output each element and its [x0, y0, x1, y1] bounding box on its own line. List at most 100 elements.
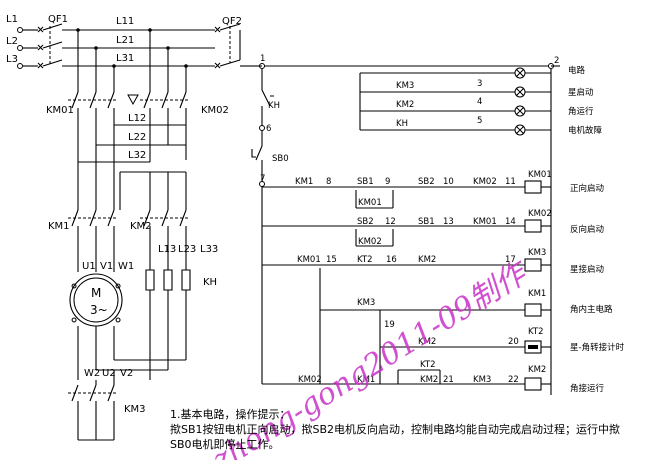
label-l22: L22	[128, 132, 146, 143]
label-kt2-no: KT2	[420, 360, 436, 370]
label-km2-main: KM2	[130, 221, 152, 232]
operation-note: 1.基本电路，操作提示： 揿SB1按钮电机正向启动，揿SB2电机反向启动，控制电…	[170, 407, 640, 452]
label-w2: W2	[84, 368, 100, 379]
lamp-label-delta: 角运行	[568, 106, 594, 117]
label-node-15: 15	[326, 255, 337, 265]
label-km01-interlock: KM01	[473, 217, 497, 227]
terminal-l3	[17, 63, 23, 69]
label-qf1: QF1	[48, 14, 68, 25]
label-node-12: 12	[385, 217, 396, 227]
control-circuit: 1 2 KM3 KM2 KH 3 4 5 电路 星启动 角运行 电机故障	[251, 54, 625, 395]
label-node-17: 17	[505, 255, 516, 265]
label-node-5: 5	[477, 116, 482, 126]
motor-icon	[69, 273, 123, 327]
coil-desc-km1: 角内主电路	[570, 304, 613, 315]
label-u1: U1	[82, 261, 96, 272]
label-l12: L12	[128, 113, 146, 124]
label-l23: L23	[178, 244, 196, 255]
label-node-22: 22	[508, 375, 519, 385]
label-node-3: 3	[477, 79, 482, 89]
label-km3-lamp: KM3	[396, 81, 414, 91]
label-node-6: 6	[266, 124, 271, 134]
note-title: 1.基本电路，操作提示：	[170, 408, 291, 421]
label-km3-main: KM3	[124, 404, 146, 415]
label-sb0: SB0	[272, 154, 289, 164]
label-node-10: 10	[443, 177, 454, 187]
label-node-4: 4	[477, 97, 482, 107]
label-km02-delta: KM02	[298, 375, 322, 385]
label-w1: W1	[118, 261, 134, 272]
label-km02-hold: KM02	[358, 237, 382, 247]
label-km2-star: KM2	[418, 255, 436, 265]
terminal-l1	[17, 27, 23, 33]
label-l31: L31	[116, 53, 134, 64]
label-qf2: QF2	[222, 16, 242, 27]
label-km02-interlock: KM02	[473, 177, 497, 187]
label-km1-delta: KM1	[357, 375, 375, 385]
label-km01-main: KM01	[46, 105, 74, 116]
coil-label-km1: KM1	[528, 289, 546, 299]
label-km02-main: KM02	[201, 105, 229, 116]
label-l13: L13	[158, 244, 176, 255]
coil-label-km01: KM01	[528, 170, 552, 180]
label-kt2-nc: KT2	[357, 255, 373, 265]
coil-km01	[524, 180, 542, 194]
coil-km2	[524, 377, 542, 391]
label-km2-hold: KM2	[420, 375, 438, 385]
label-sb2-nc: SB2	[418, 177, 435, 187]
coil-km1	[524, 303, 542, 317]
label-kh-lamp: KH	[396, 119, 408, 129]
coil-desc-km3: 星接启动	[570, 264, 605, 275]
label-km2-lamp: KM2	[396, 100, 414, 110]
coil-label-km02: KM02	[528, 209, 552, 219]
coil-desc-km02: 反向启动	[570, 224, 605, 235]
lamp-label-star: 星启动	[568, 87, 594, 98]
note-body: 揿SB1按钮电机正向启动，揿SB2电机反向启动，控制电路均能自动完成启动过程；运…	[170, 423, 621, 451]
label-node-20: 20	[508, 337, 519, 347]
label-kh-ctrl: KH	[268, 101, 280, 111]
label-node-9: 9	[385, 177, 390, 187]
label-node-11: 11	[505, 177, 516, 187]
coil-km3	[524, 258, 542, 272]
label-sb2: SB2	[357, 217, 374, 227]
label-kh-main: KH	[203, 277, 217, 288]
label-node-19: 19	[384, 320, 395, 330]
power-circuit: L1 L2 L3 QF1 L11 L21 L31 QF2	[6, 14, 255, 441]
coil-label-km2: KM2	[528, 365, 546, 375]
coil-km02	[524, 219, 542, 233]
label-node-14: 14	[505, 217, 516, 227]
label-l3: L3	[6, 54, 18, 65]
motor-phase: 3~	[90, 303, 108, 317]
label-v2: V2	[120, 368, 133, 379]
terminal-l2	[17, 45, 23, 51]
label-km3-delta: KM3	[473, 375, 491, 385]
label-l33: L33	[200, 244, 218, 255]
label-node-13: 13	[443, 217, 454, 227]
coil-desc-km2: 角接运行	[570, 383, 605, 394]
label-u2: U2	[102, 368, 116, 379]
label-l21: L21	[116, 35, 134, 46]
coil-label-km3: KM3	[528, 248, 546, 258]
node-6	[259, 125, 265, 131]
label-node-16: 16	[386, 255, 397, 265]
coil-desc-km01: 正向启动	[570, 183, 605, 194]
label-node-1: 1	[260, 54, 265, 64]
coil-label-kt2: KT2	[528, 327, 544, 337]
label-l1: L1	[6, 14, 18, 25]
label-sb1: SB1	[357, 177, 374, 187]
label-node-2: 2	[554, 56, 559, 66]
label-node-21: 21	[443, 375, 454, 385]
label-v1: V1	[100, 261, 113, 272]
label-l11: L11	[116, 16, 134, 27]
lamp-label-fault: 电机故障	[568, 125, 603, 136]
label-km3-ctrl: KM3	[357, 298, 375, 308]
coil-desc-kt2: 星-角转接计时	[570, 342, 625, 353]
label-km01-hold: KM01	[358, 198, 382, 208]
label-km2-kt: KM2	[418, 337, 436, 347]
label-sb1-nc: SB1	[418, 217, 435, 227]
motor-label: M	[91, 286, 101, 300]
label-km01-star: KM01	[297, 255, 321, 265]
label-node-8: 8	[326, 177, 331, 187]
label-l2: L2	[6, 36, 18, 47]
